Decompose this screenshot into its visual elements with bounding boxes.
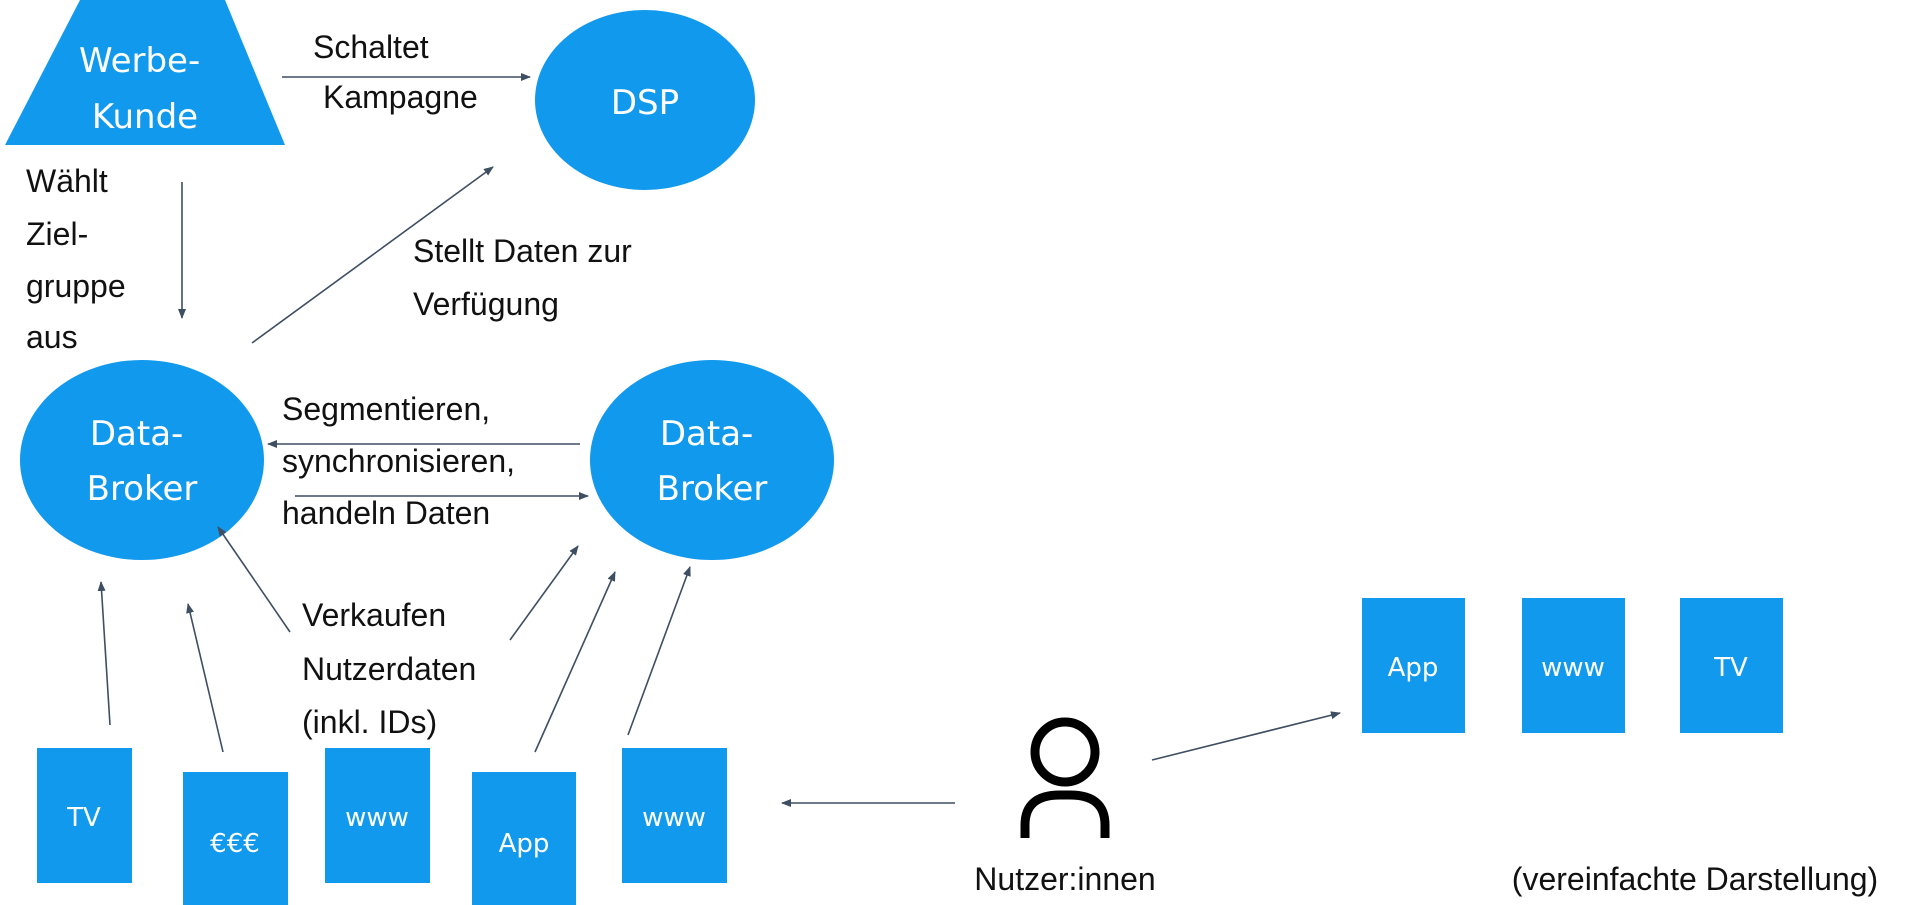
label-line: Wählt xyxy=(26,163,108,199)
source-app-label: App xyxy=(499,829,550,859)
arrow-tv-to-broker xyxy=(97,581,111,726)
source-www2-label: www xyxy=(642,803,706,833)
label-line: Stellt Daten zur xyxy=(413,233,632,269)
label-line: Verkaufen xyxy=(302,597,446,633)
device-www-label: www xyxy=(1541,653,1605,683)
label-line: Kampagne xyxy=(323,79,478,115)
label-line: (inkl. IDs) xyxy=(302,704,437,740)
broker-right-node xyxy=(590,360,834,560)
werbekunde-label: Werbe- Kunde xyxy=(79,41,211,137)
arrow-www2-to-right-broker xyxy=(627,566,691,736)
label-line: Ziel- xyxy=(26,216,88,252)
arrow-verkaufen-to-right-broker xyxy=(509,545,579,641)
werbekunde-label-line: Werbe- xyxy=(79,41,200,81)
broker-left-label-line: Data- xyxy=(90,414,183,454)
broker-left-label: Data- Broker xyxy=(87,414,198,509)
werbekunde-label-line: Kunde xyxy=(92,97,198,137)
device-app-box xyxy=(1362,598,1465,733)
label-line: Schaltet xyxy=(313,29,429,65)
footnote: (vereinfachte Darstellung) xyxy=(1512,861,1878,897)
arrow-broker-to-dsp xyxy=(251,166,494,344)
arrow-money-to-broker xyxy=(186,603,224,753)
arrow-user-to-devices xyxy=(1151,711,1341,761)
label-line: gruppe xyxy=(26,268,126,304)
broker-right-label-line: Broker xyxy=(657,469,768,509)
dsp-node xyxy=(535,10,755,190)
label-line: Segmentieren, xyxy=(282,391,490,427)
person-icon xyxy=(1020,717,1110,838)
label-line: handeln Daten xyxy=(282,495,490,531)
device-tv-box xyxy=(1680,598,1783,733)
broker-left-label-line: Broker xyxy=(87,469,198,509)
label-stellt: Stellt Daten zur Verfügung xyxy=(413,233,641,322)
label-line: Nutzerdaten xyxy=(302,651,476,687)
label-verkaufen: Verkaufen Nutzerdaten (inkl. IDs) xyxy=(302,597,485,740)
label-waehlt: Wählt Ziel- gruppe aus xyxy=(26,163,135,355)
user-label: Nutzer:innen xyxy=(974,861,1155,897)
label-line: synchronisieren, xyxy=(282,443,515,479)
broker-left-node xyxy=(20,360,264,560)
label-line: aus xyxy=(26,319,78,355)
broker-right-label-line: Data- xyxy=(660,414,753,454)
source-tv-box xyxy=(37,748,132,883)
source-www1-label: www xyxy=(345,803,409,833)
device-tv-label: TV xyxy=(1713,653,1748,683)
device-www-box xyxy=(1522,598,1625,733)
device-app-label: App xyxy=(1388,653,1439,683)
source-tv-label: TV xyxy=(66,803,101,833)
label-schaltet: Schaltet Kampagne xyxy=(313,29,478,115)
source-www1-box xyxy=(325,748,430,883)
werbekunde-node xyxy=(5,0,285,145)
arrow-app-to-right-broker xyxy=(534,571,616,753)
source-app-box xyxy=(472,772,576,905)
broker-right-label: Data- Broker xyxy=(657,414,768,509)
source-money-label: €€€ xyxy=(210,829,260,859)
arrow-verkaufen-to-left-broker xyxy=(217,526,291,633)
label-line: Verfügung xyxy=(413,286,559,322)
source-www2-box xyxy=(622,748,727,883)
label-segmentieren: Segmentieren, synchronisieren, handeln D… xyxy=(282,391,524,531)
dsp-label: DSP xyxy=(611,83,679,123)
source-money-box xyxy=(183,772,288,905)
